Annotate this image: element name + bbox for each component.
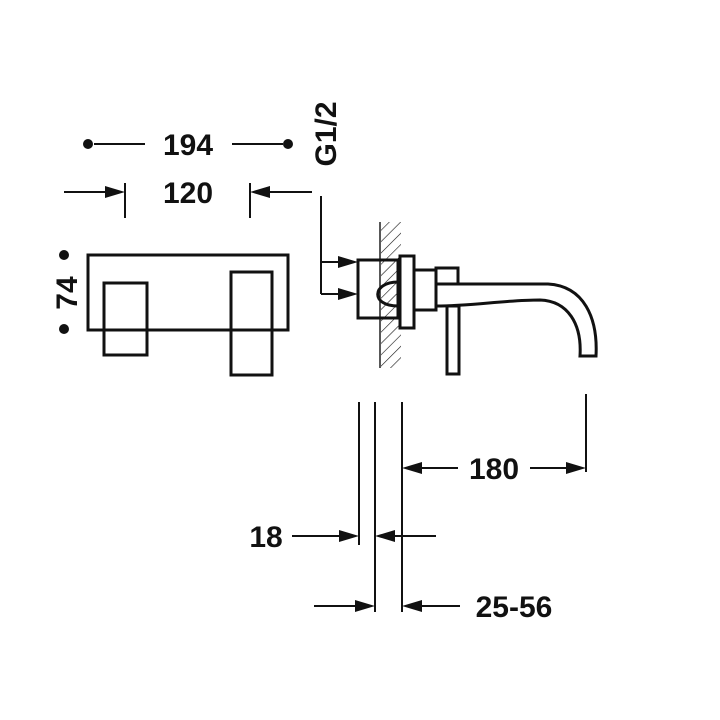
arrowhead-thread-top <box>338 256 358 268</box>
dimension-wall-range: 25-56 <box>314 591 552 624</box>
arrowhead-range-left <box>402 600 422 612</box>
dimension-label-thread: G1/2 <box>310 101 343 166</box>
dimension-spout-projection: 180 <box>402 453 586 486</box>
dimension-plate-width: 120 <box>64 177 312 218</box>
arrowhead-spout-right <box>566 462 586 474</box>
dimension-label-wall-gap: 18 <box>249 521 282 554</box>
valve-body <box>356 258 400 320</box>
spout <box>434 282 598 358</box>
arrowhead-spout-left <box>402 462 422 474</box>
dimension-dot-bottom <box>59 324 69 334</box>
dimension-label-plate-height: 74 <box>51 276 84 310</box>
dimension-label-wall-range: 25-56 <box>476 591 553 624</box>
valve-outlet <box>376 280 399 308</box>
dimension-label-overall-width: 194 <box>163 129 213 162</box>
handle-left <box>102 281 149 357</box>
dimension-wall-gap: 18 <box>249 521 436 554</box>
escutcheon-plate <box>398 254 416 330</box>
lever-cap <box>434 266 460 286</box>
arrowhead-gap-right <box>339 530 359 542</box>
dimension-label-spout-projection: 180 <box>469 453 519 486</box>
lever-handle <box>445 304 461 376</box>
arrowhead-gap-left <box>375 530 395 542</box>
dimension-overall-width: 194 <box>83 129 293 162</box>
dimension-plate-height: 74 <box>51 250 84 334</box>
arrowhead-right <box>105 186 125 198</box>
side-view <box>356 222 598 376</box>
dimension-thread: G1/2 <box>310 101 358 300</box>
spout-collar <box>412 268 438 312</box>
arrowhead-thread-bottom <box>338 288 358 300</box>
arrowhead-range-right <box>355 600 375 612</box>
dimension-dot-top <box>59 250 69 260</box>
arrowhead-left <box>250 186 270 198</box>
dimension-dot-left <box>83 139 93 149</box>
dimension-label-plate-width: 120 <box>163 177 213 210</box>
extension-lines <box>358 394 587 612</box>
handle-right <box>229 270 274 377</box>
dimension-dot-right <box>283 139 293 149</box>
front-view <box>86 253 290 377</box>
wall-plate <box>86 253 290 332</box>
